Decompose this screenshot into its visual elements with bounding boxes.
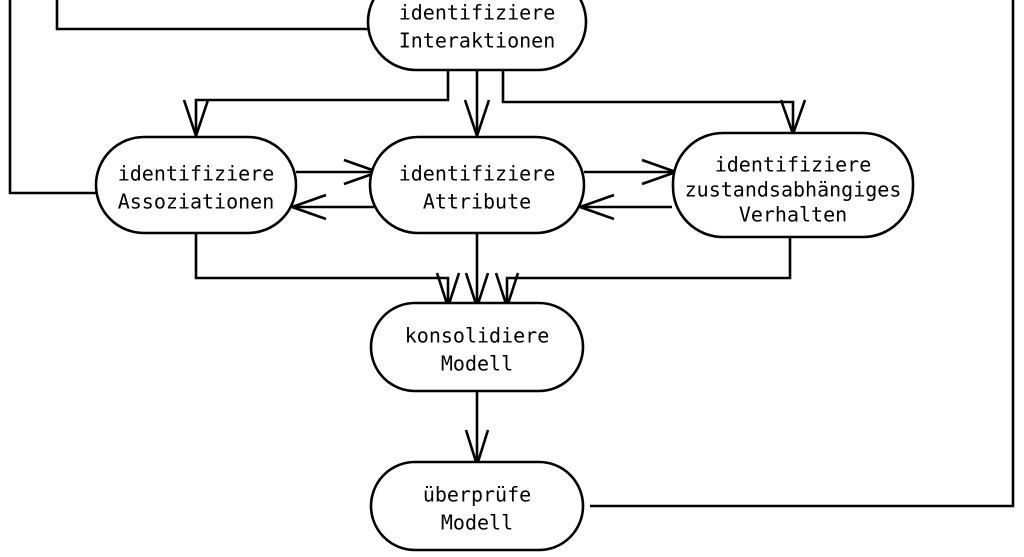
edge-attribute-to-assoziationen (288, 193, 374, 221)
node-shape-konsolidiere (369, 301, 585, 393)
node-shape-zustandsverhalten (671, 131, 915, 239)
node-shape-assoziationen (94, 135, 298, 235)
node-label-attribute-line2: Attribute (423, 190, 531, 214)
edge-assoziationen-to-attribute (296, 158, 382, 186)
edge-attribute-to-zustandsverhalten (584, 158, 680, 186)
node-label-attribute-line1: identifiziere (399, 162, 556, 186)
edge-assoziationen-to-konsolidiere (194, 234, 461, 312)
edge-interaktionen-to-attribute (463, 70, 491, 141)
edge-interaktionen-to-assoziationen (182, 70, 450, 141)
node-identifiziere-interaktionen[interactable]: identifiziere Interaktionen (366, 0, 588, 72)
edge-konsolidiere-to-ueberpruefe (464, 392, 490, 470)
edge-feedback-outer-left-to-assoziationen (8, 0, 98, 195)
node-label-konsolidiere-line2: Modell (441, 352, 513, 376)
edge-interaktionen-to-zustandsverhalten (501, 70, 807, 138)
node-label-assoziationen-line2: Assoziationen (118, 190, 275, 214)
node-label-zustandsverhalten-line3: Verhalten (739, 203, 847, 227)
node-shape-ueberpruefe (369, 460, 585, 552)
node-label-interaktionen-line2: Interaktionen (399, 29, 556, 53)
node-shape-attribute (368, 135, 586, 235)
node-identifiziere-assoziationen[interactable]: identifiziere Assoziationen (94, 135, 298, 235)
edge-zustandsverhalten-to-attribute (576, 193, 672, 221)
edge-ueberpruefe-feedback-right (590, 0, 1015, 508)
node-label-konsolidiere-line1: konsolidiere (405, 324, 550, 348)
node-label-ueberpruefe-line2: Modell (441, 511, 513, 535)
node-identifiziere-attribute[interactable]: identifiziere Attribute (368, 135, 586, 235)
edge-zustandsverhalten-to-konsolidiere (494, 238, 792, 312)
node-label-zustandsverhalten-line1: identifiziere (715, 153, 872, 177)
node-label-ueberpruefe-line1: überprüfe (423, 483, 531, 507)
node-label-assoziationen-line1: identifiziere (118, 162, 275, 186)
edge-attribute-to-konsolidiere (464, 234, 490, 312)
node-label-interaktionen-line1: identifiziere (399, 1, 556, 25)
node-label-zustandsverhalten-line2: zustandsabhängiges (685, 178, 902, 202)
node-konsolidiere-modell[interactable]: konsolidiere Modell (369, 301, 585, 393)
node-identifiziere-zustandsabhaengiges-verhalten[interactable]: identifiziere zustandsabhängiges Verhalt… (671, 131, 915, 239)
edge-feedback-inner-left-to-interaktionen (55, 0, 370, 31)
node-shape-interaktionen (366, 0, 588, 72)
node-ueberpruefe-modell[interactable]: überprüfe Modell (369, 460, 585, 552)
